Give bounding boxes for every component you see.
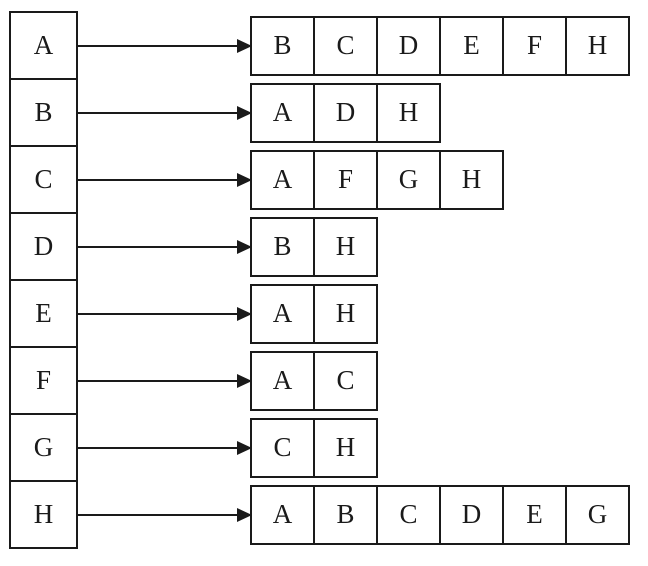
arrow-right-icon bbox=[237, 440, 252, 455]
node-box-F: F bbox=[9, 346, 78, 415]
neighbor-cell: F bbox=[313, 149, 378, 210]
neighbor-label: A bbox=[272, 365, 293, 395]
node-label: D bbox=[33, 231, 54, 261]
neighbor-cell: E bbox=[502, 484, 567, 545]
arrow-right-icon bbox=[237, 239, 252, 254]
neighbor-cell: D bbox=[439, 484, 504, 545]
neighbor-label: H bbox=[587, 30, 608, 60]
neighbor-label: H bbox=[398, 97, 419, 127]
arrow-line bbox=[78, 178, 238, 181]
neighbor-cell: C bbox=[313, 15, 378, 76]
node-box-E: E bbox=[9, 279, 78, 348]
node-label: F bbox=[35, 365, 52, 395]
neighbor-label: E bbox=[526, 499, 543, 529]
node-label: A bbox=[33, 30, 54, 60]
neighbor-label: H bbox=[461, 164, 482, 194]
neighbor-label: H bbox=[335, 231, 356, 261]
neighbor-cell: H bbox=[313, 417, 378, 478]
arrow-line bbox=[78, 312, 238, 315]
neighbor-cell: B bbox=[250, 216, 315, 277]
node-label: E bbox=[35, 298, 52, 328]
neighbor-label: E bbox=[463, 30, 480, 60]
neighbor-list-C: A F G H bbox=[250, 149, 504, 210]
neighbor-label: A bbox=[272, 499, 293, 529]
neighbor-cell: D bbox=[313, 82, 378, 143]
neighbor-list-E: A H bbox=[250, 283, 378, 344]
neighbor-cell: C bbox=[313, 350, 378, 411]
neighbor-cell: H bbox=[439, 149, 504, 210]
arrow-right-icon bbox=[237, 306, 252, 321]
neighbor-cell: G bbox=[376, 149, 441, 210]
neighbor-cell: G bbox=[565, 484, 630, 545]
arrow-line bbox=[78, 513, 238, 516]
node-box-G: G bbox=[9, 413, 78, 482]
neighbor-label: C bbox=[399, 499, 418, 529]
node-label: C bbox=[34, 164, 53, 194]
node-label: G bbox=[33, 432, 54, 462]
arrow-line bbox=[78, 379, 238, 382]
neighbor-label: H bbox=[335, 432, 356, 462]
arrow-right-icon bbox=[237, 373, 252, 388]
neighbor-label: A bbox=[272, 164, 293, 194]
arrow-right-icon bbox=[237, 507, 252, 522]
neighbor-label: F bbox=[526, 30, 543, 60]
neighbor-cell: A bbox=[250, 149, 315, 210]
neighbor-list-H: A B C D E G bbox=[250, 484, 630, 545]
neighbor-label: D bbox=[335, 97, 356, 127]
neighbor-label: G bbox=[398, 164, 419, 194]
neighbor-label: F bbox=[337, 164, 354, 194]
neighbor-cell: C bbox=[250, 417, 315, 478]
neighbor-cell: H bbox=[313, 216, 378, 277]
neighbor-cell: D bbox=[376, 15, 441, 76]
neighbor-label: D bbox=[461, 499, 482, 529]
arrow-line bbox=[78, 44, 238, 47]
arrow-right-icon bbox=[237, 172, 252, 187]
neighbor-cell: F bbox=[502, 15, 567, 76]
neighbor-label: B bbox=[336, 499, 355, 529]
neighbor-label: C bbox=[273, 432, 292, 462]
neighbor-cell: B bbox=[313, 484, 378, 545]
neighbor-cell: A bbox=[250, 350, 315, 411]
node-box-B: B bbox=[9, 78, 78, 147]
neighbor-label: A bbox=[272, 298, 293, 328]
neighbor-cell: A bbox=[250, 484, 315, 545]
neighbor-label: G bbox=[587, 499, 608, 529]
neighbor-label: D bbox=[398, 30, 419, 60]
neighbor-list-G: C H bbox=[250, 417, 378, 478]
arrow-line bbox=[78, 446, 238, 449]
node-box-C: C bbox=[9, 145, 78, 214]
neighbor-label: A bbox=[272, 97, 293, 127]
neighbor-list-F: A C bbox=[250, 350, 378, 411]
neighbor-cell: H bbox=[313, 283, 378, 344]
node-label: B bbox=[34, 97, 53, 127]
neighbor-label: H bbox=[335, 298, 356, 328]
arrow-right-icon bbox=[237, 38, 252, 53]
node-label: H bbox=[33, 499, 54, 529]
neighbor-cell: H bbox=[376, 82, 441, 143]
node-box-A: A bbox=[9, 11, 78, 80]
neighbor-list-A: B C D E F H bbox=[250, 15, 630, 76]
neighbor-cell: E bbox=[439, 15, 504, 76]
neighbor-label: C bbox=[336, 30, 355, 60]
arrow-line bbox=[78, 245, 238, 248]
node-box-H: H bbox=[9, 480, 78, 549]
neighbor-list-B: A D H bbox=[250, 82, 441, 143]
arrow-right-icon bbox=[237, 105, 252, 120]
neighbor-cell: A bbox=[250, 283, 315, 344]
neighbor-label: B bbox=[273, 231, 292, 261]
neighbor-cell: A bbox=[250, 82, 315, 143]
neighbor-cell: B bbox=[250, 15, 315, 76]
node-box-D: D bbox=[9, 212, 78, 281]
neighbor-cell: H bbox=[565, 15, 630, 76]
neighbor-list-D: B H bbox=[250, 216, 378, 277]
neighbor-label: C bbox=[336, 365, 355, 395]
arrow-line bbox=[78, 111, 238, 114]
neighbor-cell: C bbox=[376, 484, 441, 545]
neighbor-label: B bbox=[273, 30, 292, 60]
